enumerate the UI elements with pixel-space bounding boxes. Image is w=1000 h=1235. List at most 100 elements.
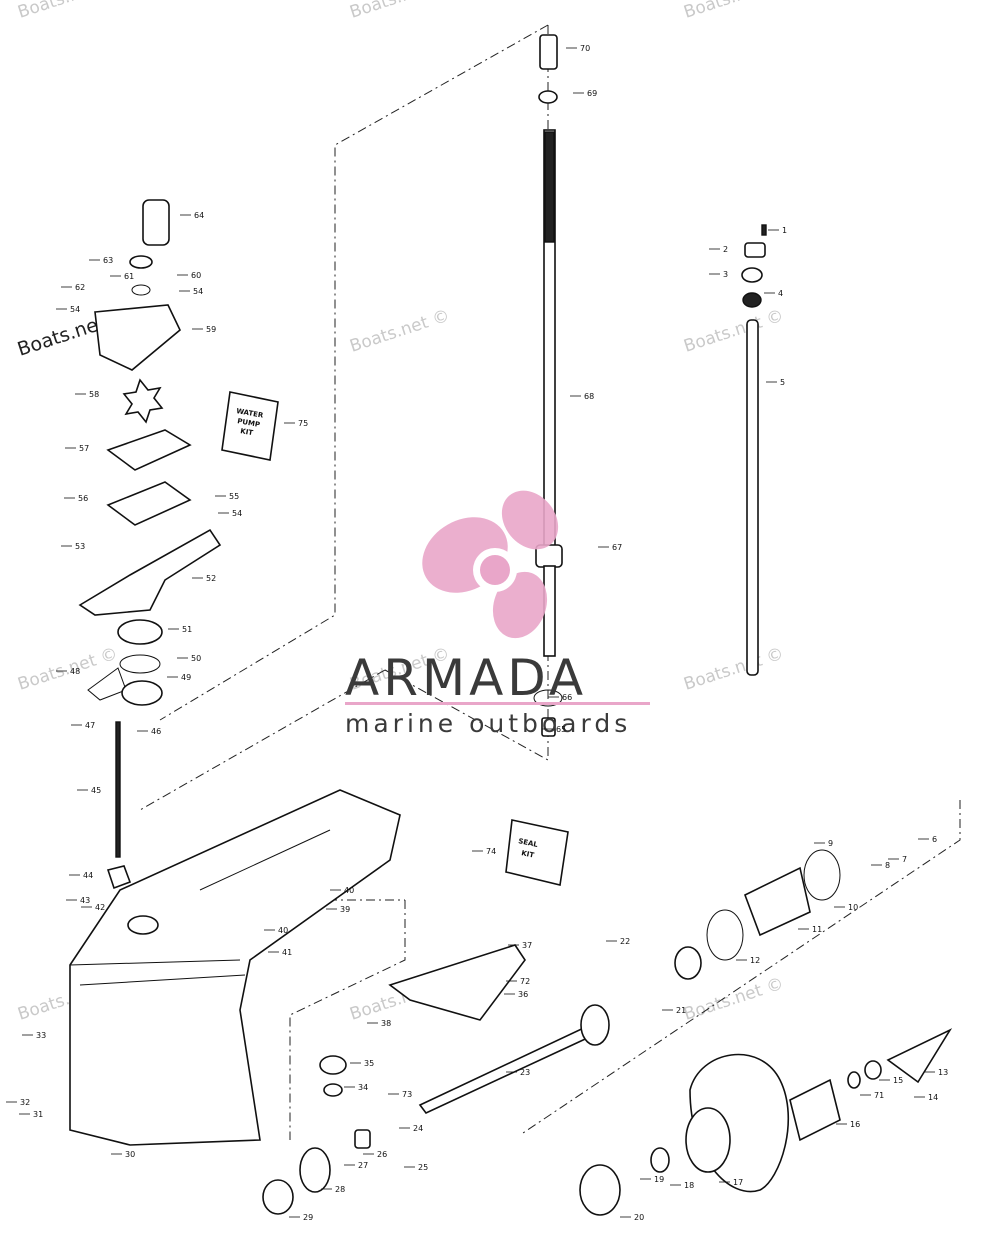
water-pump-assembly xyxy=(78,199,222,706)
part-callout-44: 44 xyxy=(83,871,93,880)
part-callout-70: 70 xyxy=(580,44,590,53)
part-callout-75: 75 xyxy=(298,419,308,428)
part-callout-47: 47 xyxy=(85,721,95,730)
part-callout-40: 40 xyxy=(278,926,288,935)
brand-tagline: marine outboards xyxy=(345,709,631,738)
part-callout-31: 31 xyxy=(33,1110,43,1119)
shift-screw xyxy=(761,224,767,236)
part-callout-19: 19 xyxy=(654,1175,664,1184)
seal-carrier xyxy=(117,619,163,645)
propeller-hub xyxy=(685,1107,731,1173)
part-callout-49: 49 xyxy=(181,673,191,682)
prop-shaft-assembly xyxy=(262,849,841,1215)
part-callout-42: 42 xyxy=(95,903,105,912)
part-callout-69: 69 xyxy=(587,89,597,98)
shift-coupler xyxy=(106,865,132,890)
part-callout-6: 6 xyxy=(932,835,937,844)
part-callout-48: 48 xyxy=(70,667,80,676)
reverse-gear xyxy=(299,1147,331,1193)
brand-name: ARMADA xyxy=(345,649,587,707)
part-callout-51: 51 xyxy=(182,625,192,634)
forward-gear xyxy=(580,1004,610,1046)
gearcase-housing xyxy=(69,789,401,1146)
drive-shaft-lower xyxy=(543,565,556,657)
part-callout-21: 21 xyxy=(676,1006,686,1015)
bearing-carrier xyxy=(743,866,811,937)
drive-shaft-assembly xyxy=(533,34,563,737)
shift-cam-26 xyxy=(354,1129,371,1149)
part-callout-53: 53 xyxy=(75,542,85,551)
part-callout-43: 43 xyxy=(80,896,90,905)
part-callout-3: 3 xyxy=(723,270,728,279)
propeller-assembly xyxy=(579,1028,953,1216)
shift-rod-lower xyxy=(115,721,121,858)
part-callout-63: 63 xyxy=(103,256,113,265)
watermark: Boats.net © xyxy=(681,306,786,357)
part-callout-56: 56 xyxy=(78,494,88,503)
bearing-21 xyxy=(674,946,702,980)
part-callout-50: 50 xyxy=(191,654,201,663)
impeller xyxy=(122,378,164,424)
shift-bushing xyxy=(741,267,763,283)
part-callout-39: 39 xyxy=(340,905,350,914)
watermark-dark: Boats.net xyxy=(15,312,108,361)
pump-grommet xyxy=(129,255,153,269)
nut-15 xyxy=(864,1060,882,1080)
part-callout-7: 7 xyxy=(902,855,907,864)
part-callout-33: 33 xyxy=(36,1031,46,1040)
part-callout-23: 23 xyxy=(520,1068,530,1077)
part-callout-45: 45 xyxy=(91,786,101,795)
part-callout-27: 27 xyxy=(358,1161,368,1170)
part-callouts: 1234567891011121314151617181920212223242… xyxy=(6,44,948,1222)
part-callout-32: 32 xyxy=(20,1098,30,1107)
part-callout-30: 30 xyxy=(125,1150,135,1159)
watermark: Boats.net © xyxy=(15,0,120,23)
part-callout-13: 13 xyxy=(938,1068,948,1077)
part-callout-15: 15 xyxy=(893,1076,903,1085)
part-callout-59: 59 xyxy=(206,325,216,334)
part-callout-40: 40 xyxy=(344,886,354,895)
drive-shaft-o-ring xyxy=(533,689,563,707)
part-callout-10: 10 xyxy=(848,903,858,912)
part-callout-38: 38 xyxy=(381,1019,391,1028)
part-callout-55: 55 xyxy=(229,492,239,501)
washer-18 xyxy=(650,1147,670,1173)
part-callout-54: 54 xyxy=(232,509,242,518)
drive-shaft-seal xyxy=(538,90,558,104)
part-callout-16: 16 xyxy=(850,1120,860,1129)
part-callout-41: 41 xyxy=(282,948,292,957)
part-callout-9: 9 xyxy=(828,839,833,848)
washer-71 xyxy=(847,1071,861,1089)
pinion-gear-35 xyxy=(319,1055,347,1075)
part-callout-74: 74 xyxy=(486,847,496,856)
shift-lever xyxy=(744,242,766,258)
part-callout-73: 73 xyxy=(402,1090,412,1099)
part-callout-54: 54 xyxy=(70,305,80,314)
thrust-washer-16 xyxy=(789,1078,841,1142)
o-ring-10 xyxy=(803,849,841,901)
watermark: Boats.net © xyxy=(15,644,120,695)
pump-plate xyxy=(106,481,192,526)
brand-underline xyxy=(345,702,650,705)
pump-gasket-upper xyxy=(106,429,192,471)
part-callout-26: 26 xyxy=(377,1150,387,1159)
part-callout-18: 18 xyxy=(684,1181,694,1190)
part-callout-67: 67 xyxy=(612,543,622,552)
part-callout-25: 25 xyxy=(418,1163,428,1172)
part-callout-22: 22 xyxy=(620,937,630,946)
watermark: Boats.net © xyxy=(681,974,786,1025)
part-callout-2: 2 xyxy=(723,245,728,254)
seal-kit-box: SEAL KIT xyxy=(505,819,569,886)
part-callout-20: 20 xyxy=(634,1213,644,1222)
part-callout-68: 68 xyxy=(584,392,594,401)
part-callout-28: 28 xyxy=(335,1185,345,1194)
part-callout-54: 54 xyxy=(193,287,203,296)
part-callout-5: 5 xyxy=(780,378,785,387)
kit-label-line: PUMP xyxy=(237,417,261,429)
bearing-29 xyxy=(262,1179,294,1215)
drive-shaft-pinion xyxy=(541,717,556,737)
part-callout-60: 60 xyxy=(191,271,201,280)
watermark: Boats.net © xyxy=(681,644,786,695)
part-callout-72: 72 xyxy=(520,977,530,986)
